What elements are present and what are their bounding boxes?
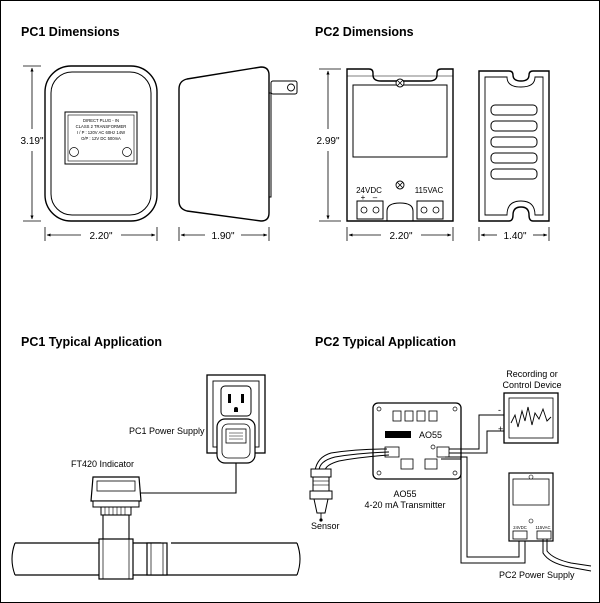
- heading-pc2-application: PC2 Typical Application: [315, 335, 456, 349]
- pc2-minus-sign: –: [373, 193, 378, 202]
- ac-cord: [546, 539, 592, 567]
- ao55-caption-line1: AO55: [393, 489, 416, 499]
- pc1-plate-line4: O/P : 12V DC 500mA: [81, 136, 121, 141]
- ac-cord: [542, 539, 592, 572]
- power-wire-minus: [441, 458, 526, 564]
- recorder-label-line2: Control Device: [502, 380, 561, 390]
- pc1-power-supply-drawing: [216, 418, 256, 464]
- signal-wire-plus: [449, 430, 504, 454]
- pc1-depth-dimension: 1.90": [178, 227, 270, 242]
- pc1-front-view: DIRECT PLUG - IN CLASS 2 TRANSFORMER I /…: [44, 65, 158, 222]
- pc2-small-ac-label: 115VAC: [536, 525, 551, 530]
- pc1-plate-line1: DIRECT PLUG - IN: [83, 118, 119, 123]
- pc1-width-label: 2.20": [89, 231, 112, 242]
- pc2-front-view: 24VDC 115VAC + –: [346, 68, 454, 222]
- sensor-wire: [318, 451, 390, 472]
- pc2-dc-label: 24VDC: [356, 186, 382, 195]
- pc2-power-supply-drawing: 24VDC 115VAC: [508, 472, 554, 542]
- ul-mark-icon: [122, 147, 132, 157]
- ul-mark-icon: [69, 147, 79, 157]
- pc2-dc-terminal-block: [356, 200, 384, 220]
- sensor-wire: [314, 448, 388, 472]
- pipe-drawing: [11, 538, 301, 580]
- ft420-indicator-drawing: [90, 476, 142, 544]
- pc2-plus-sign: +: [361, 193, 366, 202]
- pc1-width-dimension: 2.20": [44, 227, 158, 242]
- pc1-plate-line2: CLASS 2 TRANSFORMER: [76, 124, 127, 129]
- pc1-height-label: 3.19": [20, 136, 43, 147]
- recorder-device-drawing: [503, 392, 559, 444]
- recorder-minus: -: [498, 405, 501, 415]
- ft420-indicator-label: FT420 Indicator: [71, 459, 134, 469]
- pc2-depth-label: 1.40": [503, 231, 526, 242]
- pc2-power-supply-label: PC2 Power Supply: [499, 570, 575, 580]
- pc1-side-view: [178, 66, 298, 222]
- sensor-wire: [324, 454, 390, 472]
- signal-wire-minus: [449, 414, 504, 450]
- pc2-width-dimension: 2.20": [346, 227, 454, 242]
- pc1-power-supply-label: PC1 Power Supply: [129, 426, 205, 436]
- ao55-caption-line2: 4-20 mA Transmitter: [364, 500, 445, 510]
- ao55-face-label: AO55: [419, 430, 442, 440]
- pc2-side-view: [478, 70, 550, 222]
- heading-pc1-dimensions: PC1 Dimensions: [21, 25, 120, 39]
- recorder-plus: +: [498, 424, 503, 434]
- pc2-depth-dimension: 1.40": [478, 227, 550, 242]
- heading-pc2-dimensions: PC2 Dimensions: [315, 25, 414, 39]
- pc2-ac-terminal-block: [416, 200, 444, 220]
- pc2-height-label: 2.99": [316, 136, 339, 147]
- heading-pc1-application: PC1 Typical Application: [21, 335, 162, 349]
- pc1-height-dimension: 3.19": [20, 65, 44, 222]
- sensor-label: Sensor: [311, 521, 340, 531]
- recorder-label-line1: Recording or: [506, 369, 558, 379]
- pc2-small-dc-label: 24VDC: [513, 525, 527, 530]
- sensor-drawing: [309, 468, 333, 522]
- pc2-height-dimension: 2.99": [316, 68, 341, 222]
- pc2-width-label: 2.20": [389, 231, 412, 242]
- pc1-plate-line3: I / P : 120V AC 60Hz 14W: [77, 130, 125, 135]
- pc1-cable: [139, 463, 237, 494]
- power-wire-plus: [445, 456, 520, 558]
- ao55-transmitter-drawing: AO55: [372, 402, 462, 480]
- pc1-depth-label: 1.90": [211, 231, 234, 242]
- pc2-ac-label: 115VAC: [415, 186, 444, 195]
